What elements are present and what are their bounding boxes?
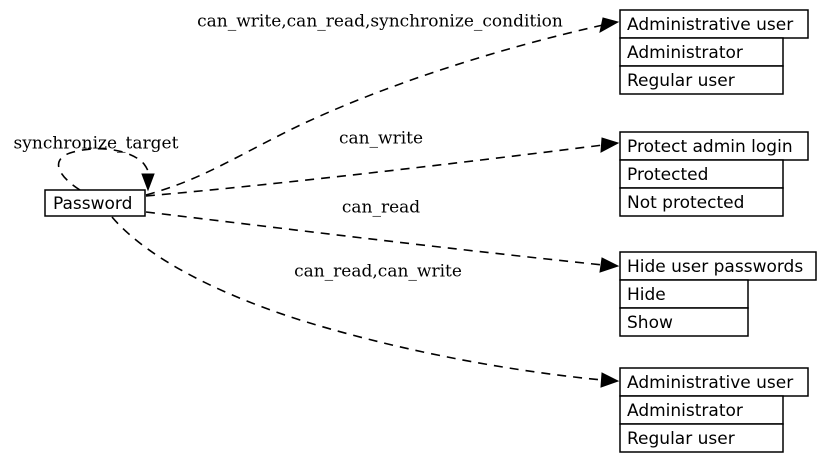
target-node-4-row-0-label: Administrator xyxy=(627,401,743,421)
edge-label-group: synchronize_target can_write,can_read,sy… xyxy=(14,12,563,282)
target-node-4-row-1-rect[interactable] xyxy=(619,423,784,453)
edge-self-loop-path xyxy=(57,147,150,191)
target-node-1[interactable]: Administrative user Administrator Regula… xyxy=(619,9,809,95)
target-node-4-header-label: Administrative user xyxy=(627,373,793,393)
target-node-2-header-rect[interactable] xyxy=(619,131,809,161)
target-node-1-row-1-rect[interactable] xyxy=(619,65,784,95)
edge-label-2: can_write xyxy=(339,129,423,149)
target-node-2-row-0-rect[interactable] xyxy=(619,159,784,189)
edge-path-4 xyxy=(111,216,603,381)
edge-arrowhead-3 xyxy=(599,257,620,273)
edge-path-1 xyxy=(145,24,604,196)
edge-path-2 xyxy=(145,144,604,197)
edge-arrowhead-2 xyxy=(600,137,620,153)
edge-label-self-loop: synchronize_target xyxy=(14,134,179,154)
target-node-3-row-0-label: Hide xyxy=(627,285,666,305)
target-node-2-header-label: Protect admin login xyxy=(627,137,793,157)
edge-label-1: can_write,can_read,synchronize_condition xyxy=(197,12,563,32)
target-node-4-row-1-label: Regular user xyxy=(627,429,735,449)
edge-arrowhead-1 xyxy=(599,17,620,33)
target-node-2-row-1-label: Not protected xyxy=(627,193,744,213)
edge-label-4: can_read,can_write xyxy=(294,262,462,282)
target-node-3-header-label: Hide user passwords xyxy=(627,257,803,277)
target-node-1-row-0-label: Administrator xyxy=(627,43,743,63)
node-password-label: Password xyxy=(53,194,132,214)
target-node-4[interactable]: Administrative user Administrator Regula… xyxy=(619,367,809,453)
target-node-2[interactable]: Protect admin login Protected Not protec… xyxy=(619,131,809,217)
target-node-2-row-1-rect[interactable] xyxy=(619,187,784,217)
target-node-3-row-1-rect[interactable] xyxy=(619,307,749,337)
edge-group xyxy=(57,17,620,388)
edge-label-3: can_read xyxy=(342,198,420,218)
target-node-2-row-0-label: Protected xyxy=(627,165,708,185)
node-password[interactable]: Password xyxy=(44,189,146,217)
edge-path-3 xyxy=(145,211,604,266)
edge-self-loop-arrowhead xyxy=(141,173,155,192)
target-node-3-row-1-label: Show xyxy=(627,313,673,333)
target-node-1-row-1-label: Regular user xyxy=(627,71,735,91)
node-password-rect[interactable] xyxy=(44,189,146,217)
edge-arrowhead-4 xyxy=(600,372,620,388)
target-node-1-header-label: Administrative user xyxy=(627,15,793,35)
target-node-1-row-0-rect[interactable] xyxy=(619,37,784,67)
target-node-3-row-0-rect[interactable] xyxy=(619,279,749,309)
target-node-1-header-rect[interactable] xyxy=(619,9,809,39)
target-node-3[interactable]: Hide user passwords Hide Show xyxy=(619,251,817,337)
